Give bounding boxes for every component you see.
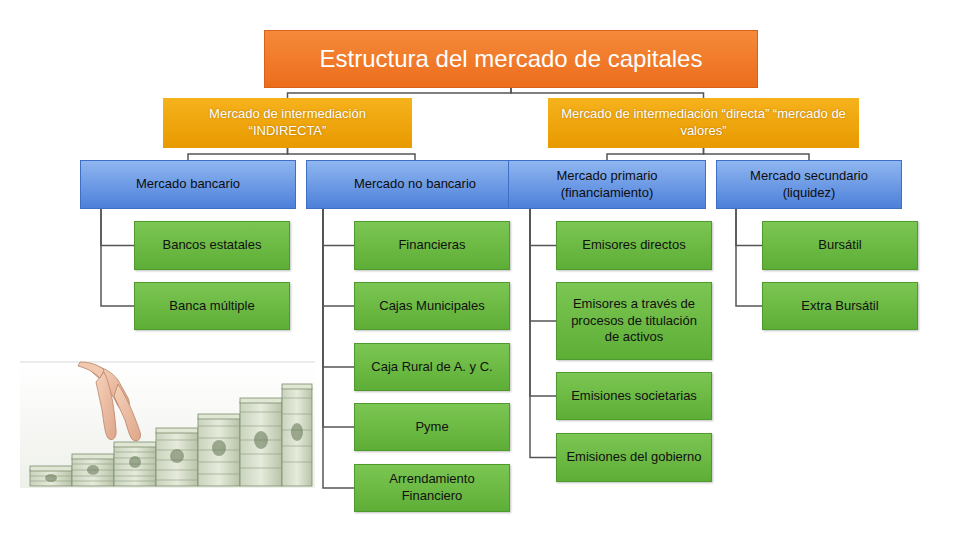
box-label: Estructura del mercado de capitales (320, 43, 703, 74)
connector (288, 88, 512, 98)
connector (530, 209, 556, 321)
box-label: Mercado de intermediación “INDIRECTA” (171, 106, 404, 140)
item-box: Pyme (354, 403, 510, 451)
item-box: Emisores directos (556, 221, 712, 270)
connector (511, 88, 704, 98)
connector (288, 148, 416, 160)
connector (704, 148, 810, 160)
connector (188, 148, 288, 160)
box-label: Emisiones societarias (571, 388, 697, 405)
connector (736, 209, 762, 246)
box-label: Emisores directos (582, 237, 685, 254)
box-label: Bancos estatales (162, 237, 261, 254)
item-box: Extra Bursátil (762, 282, 918, 330)
item-box: Bursátil (762, 221, 918, 270)
box-label: Emisiones del gobierno (566, 449, 701, 466)
item-box: Caja Rural de A. y C. (354, 343, 510, 391)
box-label: Mercado no bancario (354, 176, 476, 193)
box-label: Mercado de intermediación “directa” “mer… (556, 106, 851, 140)
category-box: Mercado de intermediación “directa” “mer… (548, 98, 859, 148)
box-label: Financieras (398, 237, 465, 254)
connector (323, 209, 354, 488)
market-box: Mercado no bancario (306, 160, 524, 209)
item-box: Emisiones societarias (556, 372, 712, 420)
item-box: Arrendamiento Financiero (354, 464, 510, 512)
box-label: Banca múltiple (169, 298, 254, 315)
connector (530, 209, 556, 458)
box-label: Emisores a través de procesos de titulac… (565, 296, 703, 347)
connector (101, 209, 134, 306)
box-label: Pyme (415, 419, 448, 436)
connector (323, 209, 354, 367)
connector (530, 209, 556, 246)
box-label: Mercado bancario (136, 176, 240, 193)
box-label: Arrendamiento Financiero (363, 471, 501, 505)
box-label: Mercado secundario (liquidez) (725, 168, 893, 202)
item-box: Banca múltiple (134, 282, 290, 330)
market-box: Mercado primario (financiamiento) (508, 160, 706, 209)
item-box: Emisores a través de procesos de titulac… (556, 282, 712, 360)
category-box: Mercado de intermediación “INDIRECTA” (163, 98, 412, 148)
market-box: Mercado bancario (80, 160, 296, 209)
market-box: Mercado secundario (liquidez) (716, 160, 902, 209)
connector (323, 209, 354, 246)
box-label: Caja Rural de A. y C. (371, 359, 492, 376)
box-label: Bursátil (818, 237, 861, 254)
connector (323, 209, 354, 427)
item-box: Bancos estatales (134, 221, 290, 270)
connector (736, 209, 762, 306)
connector (323, 209, 354, 306)
item-box: Financieras (354, 221, 510, 270)
box-label: Mercado primario (financiamiento) (517, 168, 697, 202)
box-label: Cajas Municipales (379, 298, 485, 315)
box-label: Extra Bursátil (801, 298, 878, 315)
item-box: Emisiones del gobierno (556, 433, 712, 482)
title-box: Estructura del mercado de capitales (264, 30, 758, 88)
connector (101, 209, 134, 246)
item-box: Cajas Municipales (354, 282, 510, 330)
connector (530, 209, 556, 396)
connector (607, 148, 704, 160)
